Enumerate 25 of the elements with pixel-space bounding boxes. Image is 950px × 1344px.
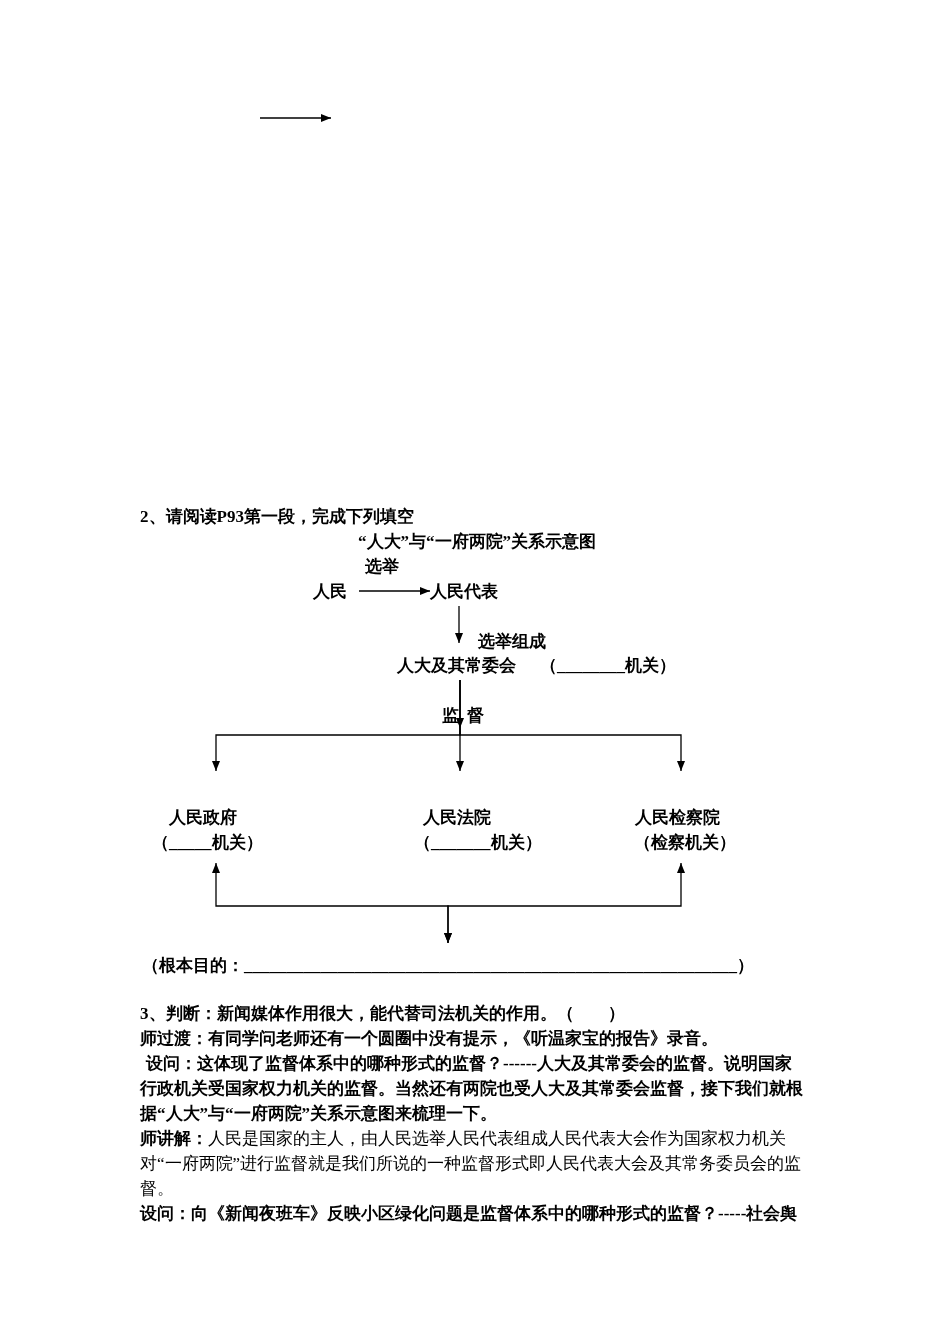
- arrow: [459, 679, 685, 772]
- edge-label: 选举组成: [478, 630, 546, 653]
- bracket-note: （检察机关）: [634, 831, 736, 854]
- paragraph: 3、判断：新闻媒体作用很大，能代替司法机关的作用。（ ）: [140, 1002, 626, 1025]
- node-label: 人民法院: [423, 806, 492, 829]
- edge-label: 选举: [365, 555, 399, 578]
- bracket-note: （_______机关）: [414, 831, 542, 854]
- double-arrow: [444, 862, 685, 944]
- paragraph: 设问：向《新闻夜班车》反映小区绿化问题是监督体系中的哪种形式的监督？-----社会舆: [140, 1202, 799, 1225]
- arrow: [358, 587, 431, 595]
- node-label: 人民政府: [169, 806, 238, 829]
- node-label: 人民代表: [430, 580, 498, 603]
- bracket-note: （________机关）: [540, 654, 676, 677]
- edge-label: 监督: [442, 704, 492, 727]
- node-label: 人民检察院: [635, 806, 721, 829]
- paragraph: 师讲解：人民是国家的主人，由人民选举人民代表组成人民代表大会作为国家权力机关对“一府两院”进行监督就是我们所说的一种监督形式即人民代表大会及其常务委员会的监督。: [140, 1127, 803, 1200]
- arrow: [455, 605, 463, 644]
- node-label: 人民: [313, 580, 347, 603]
- fill-in-prompt: （根本目的：__________________________________________________________）: [142, 954, 754, 977]
- paragraph: 师过渡：有同学问老师还有一个圆圈中没有提示，《听温家宝的报告》录音。: [140, 1027, 719, 1050]
- paragraph: 设问：这体现了监督体系中的哪种形式的监督？------人大及其常委会的监督。说明国家行政机关受国家权力机关的监督。当然还有两院也受人大及其常委会监督，接下我们就根据“人大”与“一府两院”关系示意图来梳理一下。: [140, 1052, 804, 1125]
- node-label: 人大及其常委会: [397, 654, 516, 677]
- instruction-text: 2、请阅读P93第一段，完成下列填空: [140, 505, 414, 528]
- diagram-title: “人大”与“一府两院”关系示意图: [358, 530, 596, 553]
- bracket-note: （_____机关）: [152, 831, 263, 854]
